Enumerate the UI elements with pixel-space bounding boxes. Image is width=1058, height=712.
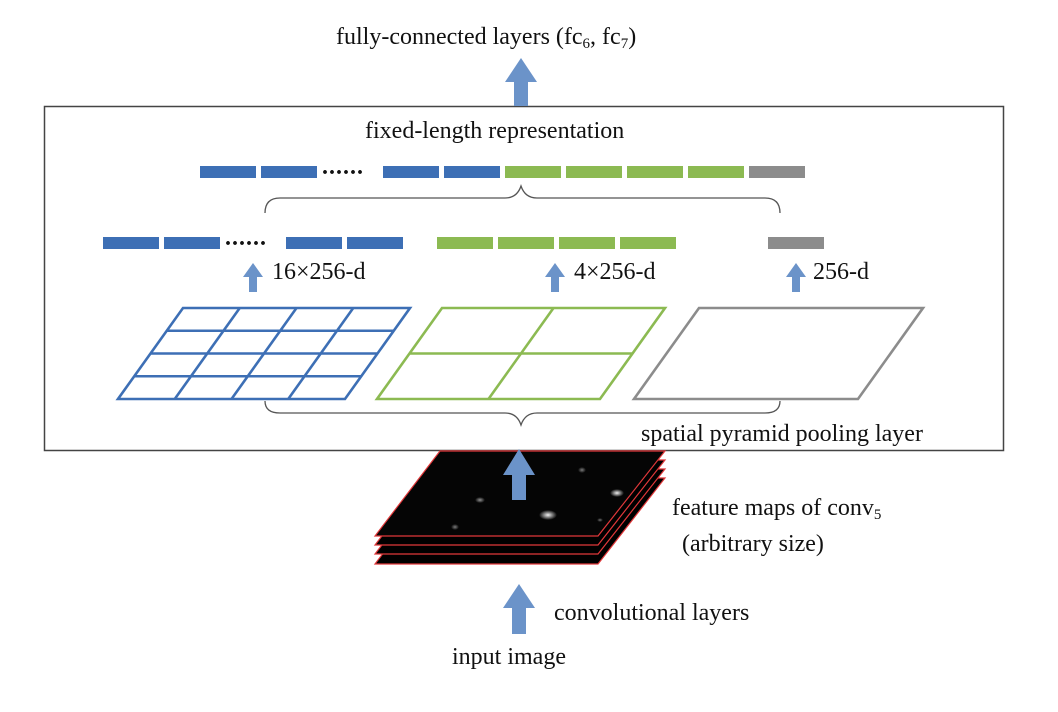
activation-speck — [610, 489, 624, 497]
activation-speck — [475, 497, 485, 503]
pool-arrow-icon — [786, 263, 806, 292]
dim-label-1x1: 256-d — [813, 259, 869, 285]
activation-speck — [539, 510, 557, 520]
concat-brace — [264, 183, 781, 214]
vector-segment — [620, 237, 676, 249]
vector-segment — [444, 166, 500, 178]
vector-segment — [749, 166, 805, 178]
spp-layer-label: spatial pyramid pooling layer — [641, 421, 923, 447]
vector-segment — [566, 166, 622, 178]
vector-segment — [505, 166, 561, 178]
vector-segment — [559, 237, 615, 249]
vector-segment — [286, 237, 342, 249]
vector-segment — [261, 166, 317, 178]
arbitrary-size-label: (arbitrary size) — [682, 531, 824, 557]
conv-layers-label: convolutional layers — [554, 600, 750, 626]
fully-connected-label: fully-connected layers (fc6, fc7) — [336, 24, 637, 52]
vector-segment — [498, 237, 554, 249]
activation-speck — [597, 518, 603, 522]
feature-maps-stack — [373, 450, 667, 565]
vector-segment — [200, 166, 256, 178]
vector-segment — [164, 237, 220, 249]
vector-segment — [437, 237, 493, 249]
vector-segment — [103, 237, 159, 249]
dim-label-2x2: 4×256-d — [574, 259, 656, 285]
level-dots: ...... — [225, 225, 267, 251]
pool-arrow-icon — [243, 263, 263, 292]
activation-speck — [451, 524, 459, 530]
vector-segment — [688, 166, 744, 178]
grid-outline — [374, 306, 668, 401]
conv-arrow-icon — [503, 584, 535, 634]
dim-label-4x4: 16×256-d — [272, 259, 366, 285]
feature-arrow-icon — [503, 449, 535, 500]
vector-segment — [768, 237, 824, 249]
output-arrow-icon — [505, 58, 537, 106]
vector-segment — [383, 166, 439, 178]
fixed-length-label: fixed-length representation — [365, 118, 625, 144]
vector-segment — [627, 166, 683, 178]
input-image-label: input image — [452, 644, 566, 670]
top-dots: ...... — [322, 154, 364, 180]
level-vectors — [103, 237, 824, 249]
pool-arrow-icon — [545, 263, 565, 292]
fixed-length-vector — [200, 166, 805, 178]
activation-speck — [578, 467, 586, 473]
feature-maps-label: feature maps of conv5 — [672, 495, 882, 523]
grid-outline — [115, 306, 413, 401]
pooling-grid-4x4-grid — [115, 306, 413, 401]
pyramid-brace — [264, 400, 781, 428]
pooling-grid-1x1-grid — [631, 306, 926, 401]
grid-outline — [631, 306, 926, 401]
pooling-grids — [115, 306, 926, 401]
vector-segment — [347, 237, 403, 249]
grid-line — [287, 307, 355, 400]
pooling-grid-2x2-grid — [374, 306, 668, 401]
